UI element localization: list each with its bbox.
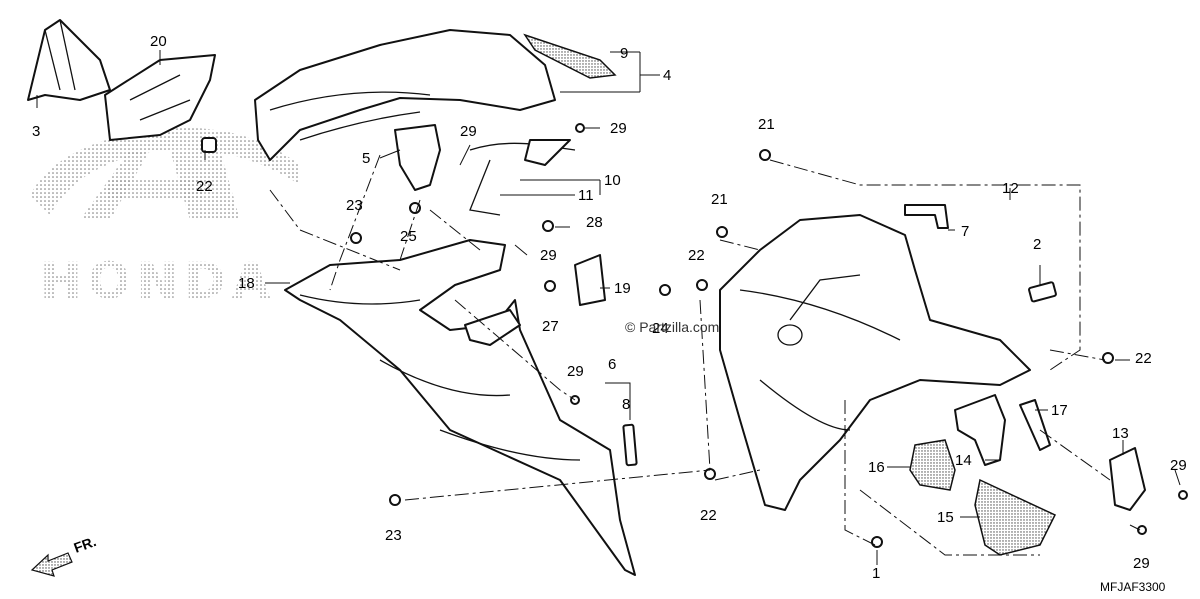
callout-11: 11 (578, 187, 594, 204)
callout-29b: 29 (460, 123, 477, 140)
site-watermark: © Partzilla.com (625, 319, 719, 335)
part-2-seal (1028, 281, 1057, 303)
callout-16: 16 (868, 459, 885, 476)
callout-1: 1 (872, 565, 880, 582)
callout-19: 19 (614, 280, 631, 297)
callout-24: 24 (652, 320, 669, 337)
part-4-upper-cowl (254, 29, 556, 161)
callout-17: 17 (1051, 402, 1068, 419)
part-9-trim (523, 33, 617, 79)
part-5-bracket (394, 124, 441, 191)
callout-23b: 23 (385, 527, 402, 544)
callout-9: 9 (620, 45, 628, 62)
callout-10: 10 (604, 172, 621, 189)
callout-5: 5 (362, 150, 370, 167)
callout-29d: 29 (567, 363, 584, 380)
reference-lines (269, 154, 1111, 556)
part-15-pad (974, 478, 1057, 556)
callout-8: 8 (622, 396, 630, 413)
callout-13: 13 (1112, 425, 1129, 442)
part-12-right-middle-cowl (719, 214, 1031, 511)
callout-2: 2 (1033, 236, 1041, 253)
part-17-seal (1019, 399, 1051, 451)
callout-22b: 22 (1135, 350, 1152, 367)
part-13-stay (1109, 447, 1146, 511)
callout-29c: 29 (540, 247, 557, 264)
callout-20: 20 (150, 33, 167, 50)
callout-6: 6 (608, 356, 616, 373)
callout-4: 4 (663, 67, 671, 84)
part-8-seal (622, 423, 638, 467)
part-14-pad (954, 394, 1006, 466)
part-3-duct (27, 19, 111, 101)
part-10-stay (469, 139, 576, 216)
callout-23a: 23 (346, 197, 363, 214)
direction-label: FR. (72, 533, 99, 556)
part-7-seal (904, 204, 949, 229)
part-20-bracket (104, 54, 216, 141)
diagram-code: MFJAF3300 (1100, 580, 1166, 594)
callout-15: 15 (937, 509, 954, 526)
callout-21b: 21 (711, 191, 728, 208)
callout-22c: 22 (700, 507, 717, 524)
callout-27: 22 (196, 178, 213, 195)
part-18-left-middle-cowl (284, 239, 636, 576)
part-16-pad (909, 439, 956, 491)
callout-28: 28 (586, 214, 603, 231)
callout-7: 7 (961, 223, 969, 240)
callout-18: 18 (238, 275, 255, 292)
honda-wordmark: HONDA (40, 252, 276, 310)
callout-12: 12 (1002, 180, 1019, 197)
honda-watermark-logo: HONDA (30, 128, 300, 310)
fasteners (350, 123, 1188, 548)
callout-26: 27 (542, 318, 559, 335)
leader-lines (36, 50, 1181, 565)
part-19-bracket (574, 254, 606, 306)
callout-29f: 29 (1133, 555, 1150, 572)
callout-labels: 20 3 22 9 4 29 5 29 10 11 23 25 28 29 18… (32, 33, 1187, 582)
callout-29a: 29 (610, 120, 627, 137)
callout-29e: 29 (1170, 457, 1187, 474)
front-direction-arrow: FR. (30, 533, 99, 577)
callout-22a: 22 (688, 247, 705, 264)
callout-21a: 21 (758, 116, 775, 133)
callout-25: 25 (400, 228, 417, 245)
part-27-grommet (201, 137, 217, 153)
callout-14: 14 (955, 452, 972, 469)
callout-3: 3 (32, 123, 40, 140)
